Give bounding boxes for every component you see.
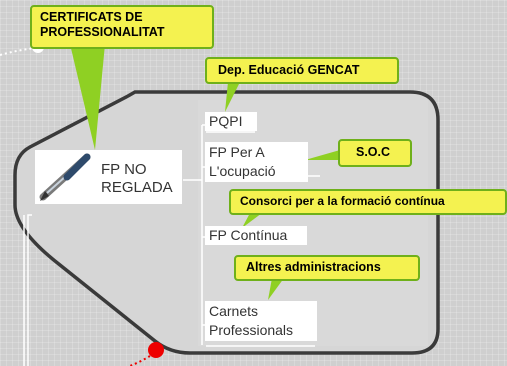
callout-altres: Altres administracions	[246, 260, 381, 274]
node-fp-per-a-locupacio[interactable]: FP Per A L'ocupació	[205, 142, 308, 182]
callout-tail-certificats	[70, 44, 105, 150]
node-pqpi[interactable]: PQPI	[205, 112, 257, 131]
pen-icon	[39, 153, 91, 201]
callout-tail-gencat	[225, 82, 240, 112]
callout-tail-soc	[305, 150, 340, 160]
callout-gencat: Dep. Educació GENCAT	[218, 63, 360, 77]
root-node-fp-no-reglada[interactable]: FP NO REGLADA	[35, 150, 182, 204]
callout-box-altres	[234, 255, 420, 281]
callout-box-soc	[338, 139, 412, 167]
callout-certificats: CERTIFICATS DE PROFESSIONALITAT	[40, 10, 165, 39]
dotted-connector-bottom	[129, 355, 151, 366]
node-fp-continua[interactable]: FP Contínua	[205, 226, 307, 245]
callout-soc: S.O.C	[356, 145, 391, 159]
connector-dot-red	[148, 342, 164, 358]
node-carnets-professionals[interactable]: Carnets Professionals	[205, 301, 317, 341]
dotted-connector-top	[0, 47, 37, 56]
callout-box-certificats	[30, 5, 214, 49]
callout-box-gencat	[205, 57, 399, 84]
root-node-label: FP NO REGLADA	[101, 161, 173, 196]
callout-box-consorci	[229, 189, 507, 215]
callout-tail-altres	[268, 278, 284, 300]
callout-tail-consorci	[242, 213, 262, 228]
callout-consorci: Consorci per a la formació contínua	[240, 194, 445, 208]
